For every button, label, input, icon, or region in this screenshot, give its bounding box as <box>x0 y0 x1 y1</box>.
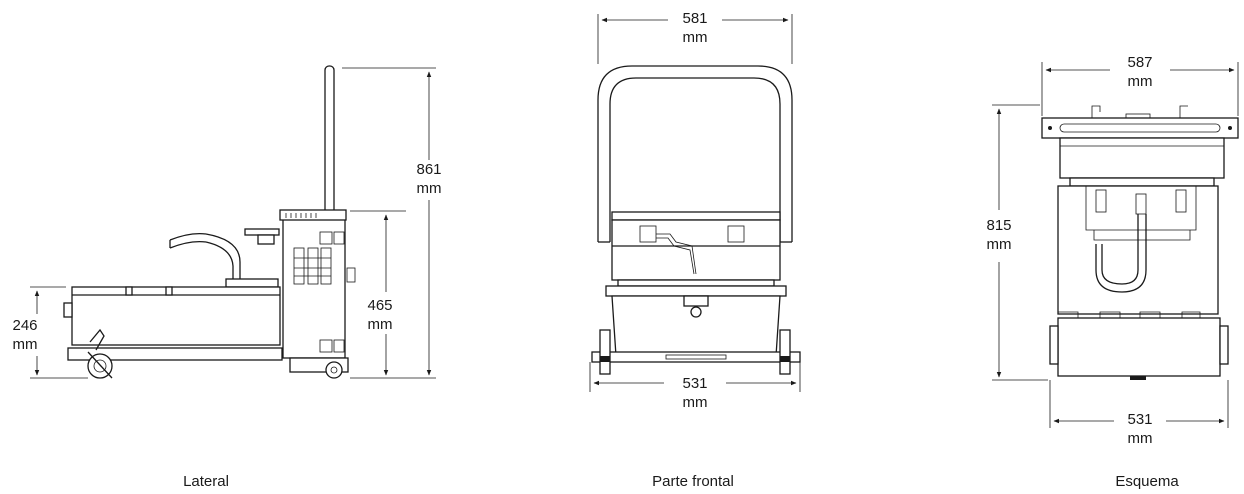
lateral-view: 861 mm 465 mm 246 mm Lateral <box>12 65 442 490</box>
esquema-view: 587 mm 815 mm 531 mm Esquema <box>986 54 1239 490</box>
dim-lateral-465-value: 465 <box>367 297 392 314</box>
dim-esquema-531-unit: mm <box>1128 430 1153 447</box>
dim-esquema-815-value: 815 <box>986 217 1011 234</box>
dim-lateral-465: 465 mm <box>350 210 406 376</box>
dim-lateral-246-value: 246 <box>12 317 37 334</box>
dim-esquema-531: 531 mm <box>1049 380 1229 447</box>
dim-esquema-531-value: 531 <box>1127 411 1152 428</box>
dim-lateral-246-unit: mm <box>13 336 38 353</box>
esquema-machine-drawing <box>1041 105 1239 380</box>
dim-frontal-531-value: 531 <box>682 375 707 392</box>
caption-frontal: Parte frontal <box>652 473 734 490</box>
dim-lateral-246: 246 mm <box>12 286 88 379</box>
frontal-machine-drawing <box>591 65 801 375</box>
dim-lateral-465-unit: mm <box>368 316 393 333</box>
dim-lateral-861-value: 861 <box>416 161 441 178</box>
dim-frontal-581-value: 581 <box>682 10 707 27</box>
dim-esquema-587-unit: mm <box>1128 73 1153 90</box>
dim-esquema-815: 815 mm <box>986 104 1048 381</box>
caption-lateral: Lateral <box>183 473 229 490</box>
lateral-machine-drawing <box>63 65 356 379</box>
caption-esquema: Esquema <box>1115 473 1179 490</box>
dim-esquema-815-unit: mm <box>987 236 1012 253</box>
frontal-view: 581 mm 531 mm Parte frontal <box>589 10 801 490</box>
dim-frontal-531: 531 mm <box>589 362 801 411</box>
dim-esquema-587: 587 mm <box>1041 54 1239 116</box>
dim-esquema-587-value: 587 <box>1127 54 1152 71</box>
dim-lateral-861-unit: mm <box>417 180 442 197</box>
dim-frontal-581-unit: mm <box>683 29 708 46</box>
dim-lateral-861: 861 mm <box>342 67 442 379</box>
dim-frontal-581: 581 mm <box>597 10 793 64</box>
dim-frontal-531-unit: mm <box>683 394 708 411</box>
